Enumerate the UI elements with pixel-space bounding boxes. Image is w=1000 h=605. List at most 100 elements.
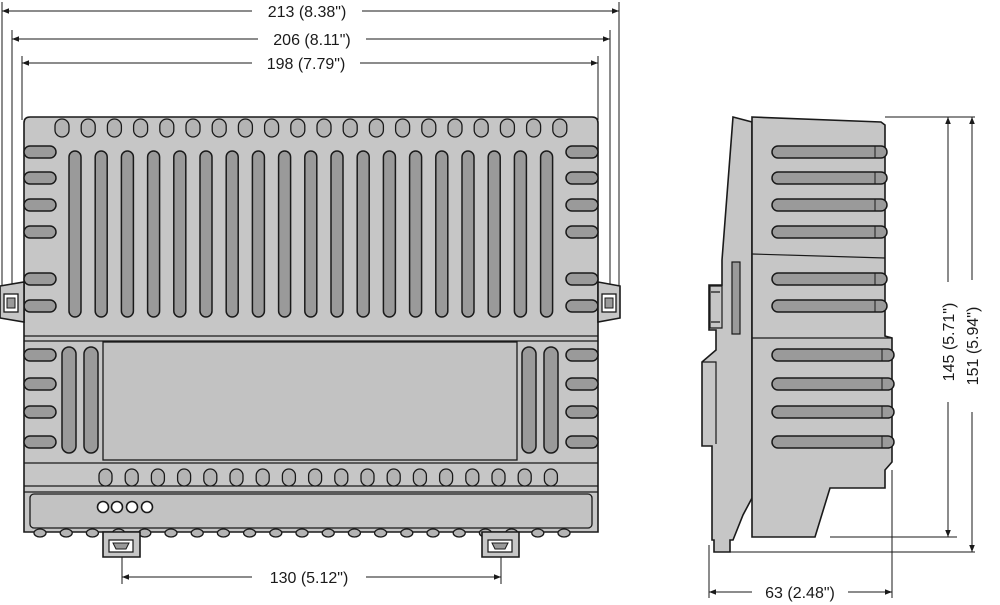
terminal-hole xyxy=(33,528,47,538)
vent-slot xyxy=(225,150,239,318)
terminal-hole xyxy=(421,118,437,138)
terminal-hole xyxy=(216,528,231,538)
side-slot xyxy=(23,145,57,159)
top-terminal-holes xyxy=(54,118,568,138)
width-body-label: 198 (7.79") xyxy=(267,56,346,73)
bottom-terminal-holes xyxy=(33,468,571,538)
terminal-hole xyxy=(132,118,149,138)
terminal-hole xyxy=(400,528,414,538)
terminal-hole xyxy=(552,118,568,138)
vent-slot xyxy=(277,150,292,318)
cooling-fin xyxy=(771,272,888,286)
terminal-hole xyxy=(190,528,204,538)
terminal-hole xyxy=(106,118,123,138)
side-back-plate xyxy=(701,115,753,553)
terminal-hole xyxy=(334,468,349,487)
cooling-fin xyxy=(771,435,895,449)
vent-slot xyxy=(68,150,82,318)
terminal-hole xyxy=(150,468,166,487)
terminal-hole xyxy=(491,468,506,487)
side-slot xyxy=(565,348,599,362)
terminal-hole xyxy=(269,528,283,538)
side-slot xyxy=(23,299,57,313)
terminal-hole xyxy=(54,118,70,138)
side-vent-slots xyxy=(23,145,599,449)
terminal-hole xyxy=(394,118,411,138)
side-slot xyxy=(565,435,599,449)
terminal-hole xyxy=(281,468,297,487)
terminal-hole xyxy=(465,468,480,487)
terminal-hole xyxy=(426,528,440,538)
label-panel xyxy=(102,341,518,461)
side-slot xyxy=(23,348,57,362)
terminal-hole xyxy=(237,118,254,138)
cooling-fin xyxy=(771,171,888,185)
side-slot xyxy=(565,405,599,419)
vent-slot xyxy=(173,150,187,318)
terminal-hole xyxy=(59,528,73,538)
terminal-hole xyxy=(263,118,280,138)
terminal-hole xyxy=(211,118,227,138)
terminal-hole xyxy=(255,468,270,487)
cooling-fin xyxy=(771,225,888,239)
terminal-hole xyxy=(164,528,178,538)
cooling-fin xyxy=(771,348,895,362)
cooling-fin xyxy=(771,198,888,212)
terminal-hole xyxy=(373,528,388,538)
depth-label: 63 (2.48") xyxy=(765,585,835,602)
terminal-hole xyxy=(412,468,428,487)
side-slot xyxy=(565,171,599,185)
side-slot xyxy=(565,272,599,286)
lower-vent-slots xyxy=(61,346,559,454)
cooling-fin xyxy=(771,299,888,313)
terminal-hole xyxy=(473,118,489,138)
vent-slot xyxy=(251,150,266,318)
vent-slot xyxy=(435,150,449,318)
vent-slot xyxy=(543,346,559,454)
side-slot xyxy=(23,377,57,391)
vent-slot xyxy=(120,150,135,318)
terminal-hole xyxy=(342,118,358,138)
terminal-hole xyxy=(124,468,139,487)
terminal-hole xyxy=(543,468,559,487)
side-housing xyxy=(751,116,893,538)
vent-slot xyxy=(83,346,99,454)
side-slot xyxy=(23,435,57,449)
terminal-hole xyxy=(98,468,113,487)
cooling-fin xyxy=(771,405,895,419)
vent-slot xyxy=(539,150,554,318)
height-overall-label: 151 (5.94") xyxy=(965,307,982,386)
side-slot xyxy=(565,299,599,313)
vent-slot xyxy=(94,150,108,318)
terminal-hole xyxy=(452,528,466,538)
terminal-hole xyxy=(242,528,257,538)
terminal-hole xyxy=(525,118,542,138)
vent-slot xyxy=(521,346,537,454)
vent-slot xyxy=(487,150,501,318)
vent-slot xyxy=(356,150,370,318)
side-slot xyxy=(565,198,599,212)
terminal-hole xyxy=(447,118,463,138)
right-din-clip xyxy=(481,531,520,558)
vent-slot xyxy=(461,150,475,318)
terminal-hole xyxy=(176,468,192,487)
left-din-clip xyxy=(102,531,141,558)
terminal-hole xyxy=(531,528,545,538)
terminal-hole xyxy=(360,468,375,487)
terminal-hole xyxy=(290,118,306,138)
terminal-hole xyxy=(85,528,100,538)
vent-slot xyxy=(61,346,77,454)
terminal-hole xyxy=(368,118,385,138)
terminal-hole xyxy=(386,468,401,487)
vertical-vent-slots xyxy=(68,150,554,318)
vent-slot xyxy=(330,150,344,318)
terminal-hole xyxy=(307,468,323,487)
side-slot xyxy=(565,225,599,239)
side-cooling-fins xyxy=(771,145,895,449)
terminal-hole xyxy=(557,528,571,538)
side-slot xyxy=(23,225,57,239)
side-slot xyxy=(565,377,599,391)
vent-slot xyxy=(382,150,397,318)
width-overall-label: 213 (8.38") xyxy=(268,4,347,21)
